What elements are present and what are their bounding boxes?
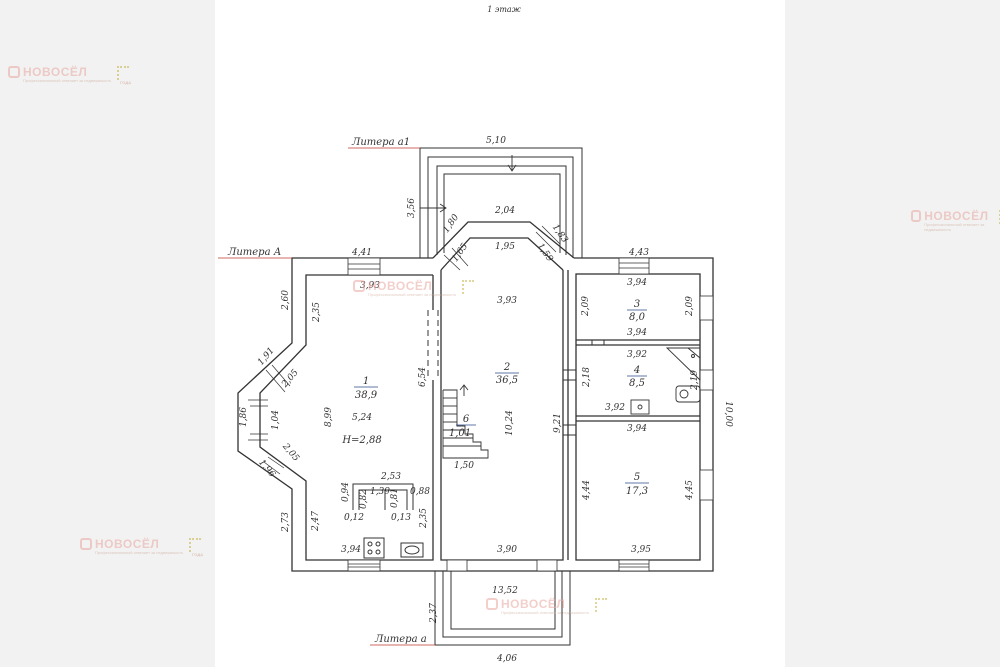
watermark-mark-icon [80,538,92,550]
dim-r5-top: 3,94 [627,424,647,434]
floor-plan-sheet: 1 этаж [215,0,785,667]
dim-r1-247: 2,47 [311,511,321,532]
dim-r5-445: 4,45 [685,480,695,501]
dim-r4-219: 2,19 [690,370,700,391]
liter-A-label: Литера А [227,247,281,258]
watermark-mark-icon [486,598,498,610]
dim-bay-left-in: 1,65 [451,242,471,264]
room-2-area: 36,5 [496,375,518,386]
windows [347,257,714,572]
room-3-number: 3 [634,299,640,310]
dim-r1-899: 8,99 [324,407,334,427]
room-1-number: 1 [363,376,369,387]
ceiling-height: H=2,88 [341,435,381,446]
dim-r2-bottom: 3,90 [497,545,517,555]
dim-r3-209l: 2,09 [581,296,591,317]
veranda-a1 [419,147,583,258]
dim-r1-013: 0,13 [391,513,411,523]
floor-plan: 1 этаж [218,5,733,664]
dim-r3-top: 3,94 [627,278,647,288]
dim-right-total: 10,00 [723,401,733,427]
watermark-leaf-icon [462,280,475,294]
dim-r3-bottom: 3,94 [627,328,647,338]
dim-r1-012: 0,12 [344,513,364,523]
dim-r1-191: 1,91 [256,346,277,368]
room-4-area: 8,5 [629,378,645,389]
dim-left-top-out: 4,41 [351,248,372,258]
watermark-leaf-icon [998,210,1000,224]
dim-bay-right: 1,83 [550,223,570,245]
dim-r1-top: 3,93 [360,281,380,291]
watermark-leaf-icon [117,66,130,80]
watermark-mark-icon [353,280,365,292]
room-5-number: 5 [634,472,640,483]
dim-bay-top: 2,04 [494,206,515,216]
dim-r1-235b: 2,35 [419,508,429,529]
dim-porch-bottom: 4,06 [496,654,517,664]
dim-veranda-side: 3,56 [407,198,417,218]
dim-r2-921: 9,21 [553,413,563,433]
dim-r1-082: 0,82 [359,489,369,509]
dim-porch-side: 2,37 [429,603,439,624]
bathroom-fixtures [630,347,701,415]
dim-r1-186: 1,86 [239,407,249,427]
watermark-leaf-icon [595,598,608,612]
room-5-area: 17,3 [626,486,648,497]
floor-title: 1 этаж [487,5,521,14]
liter-a-label: Литера а [374,634,427,645]
staircase [442,384,489,459]
porch-a [434,571,571,646]
dim-bay-top-in: 1,95 [495,242,515,252]
dim-r1-205a: 2,05 [280,368,301,391]
watermark-leaf-icon [189,538,202,552]
dim-r1-524: 5,24 [352,413,372,423]
dim-r1-260: 2,60 [281,290,291,311]
dim-r1-bottom: 3,94 [341,545,361,555]
liter-a1-label: Литера а1 [351,137,410,148]
liter-labels [218,147,435,646]
kitchen-counters [352,483,424,559]
dim-r4-bottom: 3,92 [605,403,625,413]
watermark-mark-icon [8,66,20,78]
entry-arrows [420,155,517,213]
dim-r2-150: 1,50 [454,461,474,471]
dim-r1-205b: 2,05 [280,441,301,464]
dim-r4-218: 2,18 [582,367,592,388]
dim-r1-088: 0,88 [410,487,430,497]
dim-r1-273: 2,73 [281,512,291,533]
room-1-area: 38,9 [355,390,378,401]
dimensions: 5,10 3,56 1,80 2,04 1,83 1,65 1,95 1,59 … [239,136,733,664]
dim-r5-bottom: 3,95 [631,545,651,555]
dim-veranda-top: 5,10 [486,136,506,146]
room-6-area: 1,01 [449,428,471,439]
dim-r5-444: 4,44 [582,480,592,501]
dim-r1-235: 2,35 [312,302,322,323]
dim-r1-081: 0,81 [390,488,400,508]
dim-r3-209r: 2,09 [685,296,695,317]
room-2-number: 2 [503,362,510,373]
dim-r2-top: 3,93 [497,296,517,306]
room-3-area: 8,0 [629,312,646,323]
dim-r4-top: 3,92 [627,350,647,360]
watermark-mark-icon [911,210,922,222]
dim-r2-1024: 10,24 [505,410,515,436]
door-openings [427,310,605,436]
dim-overall-width: 13,52 [492,586,518,596]
dim-r1-253: 2,53 [380,472,401,482]
dim-bay-right-in: 1,59 [535,242,555,264]
dim-r1-139: 1,39 [370,487,390,497]
dim-r1-094: 0,94 [341,482,351,502]
bay-window-left [248,225,561,475]
room-6-number: 6 [463,414,470,425]
dim-right-top-out: 4,43 [628,248,649,258]
dim-r1-104: 1,04 [271,410,281,430]
dim-r1-654: 6,54 [418,367,428,387]
room-4-number: 4 [633,365,640,376]
